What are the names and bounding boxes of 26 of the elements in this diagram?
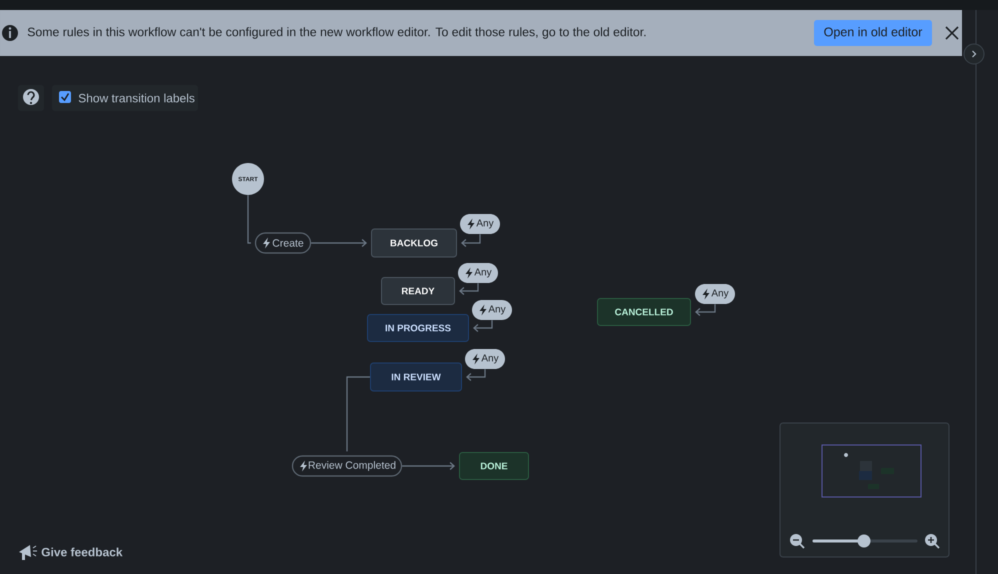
arrow: [461, 234, 481, 247]
connector-line: [346, 376, 370, 452]
status-box: BACKLOG: [371, 228, 457, 258]
open-editor-button: Open in old editor: [814, 20, 932, 46]
arrow: [311, 239, 367, 247]
show-labels-toggle: Show transition labels: [52, 85, 198, 111]
transition-pill: Create: [254, 232, 312, 254]
transition-pill: Any: [458, 263, 498, 283]
status-box: CANCELLED: [597, 298, 691, 326]
connector-line: [247, 195, 251, 244]
transition-pill: Any: [472, 300, 512, 320]
arrow: [459, 283, 479, 295]
transition-pill: Review Completed: [292, 455, 402, 477]
status-box: READY: [381, 277, 455, 305]
arrow: [466, 369, 486, 381]
arrow: [402, 462, 455, 470]
transition-pill: Any: [465, 349, 505, 369]
status-box: IN PROGRESS: [367, 314, 469, 342]
arrow: [695, 304, 716, 316]
status-box: DONE: [459, 452, 529, 480]
status-box: IN REVIEW: [370, 362, 462, 392]
feedback-link: Give feedback: [42, 548, 123, 556]
transition-pill: Any: [695, 284, 735, 304]
banner-message: Some rules in this workflow can't be configured in the new workflow editor. To edit those rules, go to the old editor.: [28, 27, 646, 39]
arrow: [473, 320, 493, 332]
transition-pill: Any: [460, 214, 500, 234]
